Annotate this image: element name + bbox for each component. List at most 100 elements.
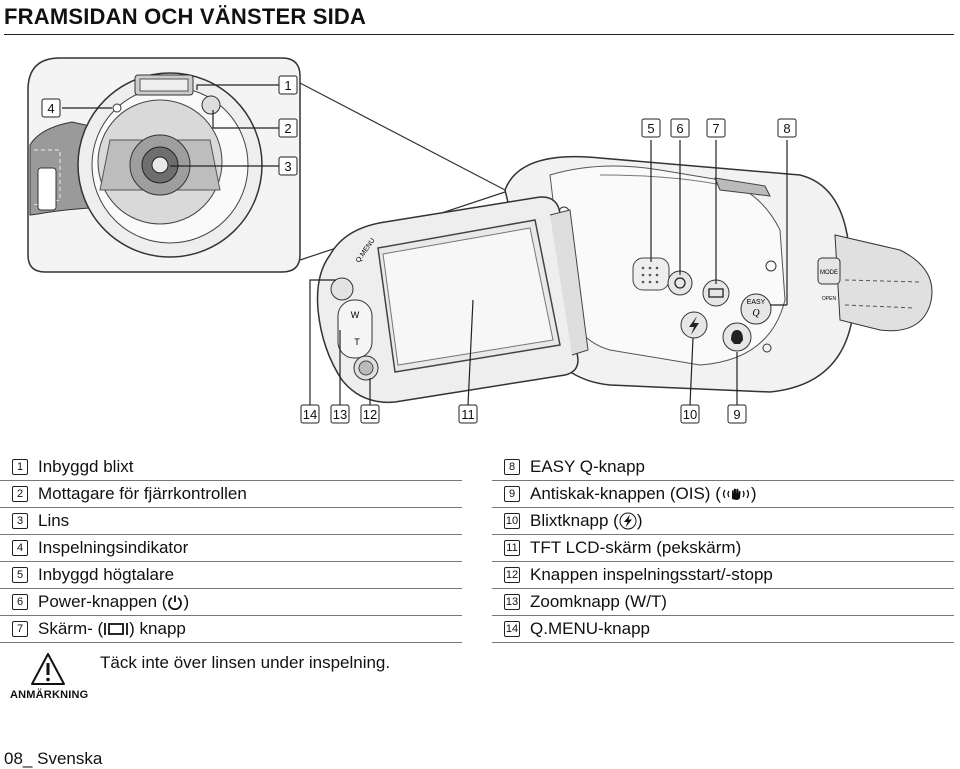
- svg-text:6: 6: [676, 121, 683, 136]
- legend-suffix: ): [183, 592, 190, 611]
- legend-text: Blixtknapp (: [530, 511, 619, 530]
- legend-item: 1 Inbyggd blixt: [0, 454, 462, 481]
- svg-text:8: 8: [783, 121, 790, 136]
- svg-text:4: 4: [47, 101, 54, 116]
- power-icon: [168, 595, 183, 610]
- legend-item: 12 Knappen inspelningsstart/-stopp: [492, 562, 954, 589]
- legend-item: 3 Lins: [0, 508, 462, 535]
- callout-12: 12: [360, 404, 380, 424]
- callout-14: 14: [300, 404, 320, 424]
- footer-language: Svenska: [37, 749, 103, 768]
- legend-item: 5 Inbyggd högtalare: [0, 562, 462, 589]
- legend-number: 7: [12, 621, 28, 637]
- callout-3: 3: [278, 156, 298, 176]
- legend-text: Inbyggd blixt: [38, 457, 134, 476]
- legend-number: 13: [504, 594, 520, 610]
- legend-number: 4: [12, 540, 28, 556]
- svg-text:13: 13: [333, 407, 347, 422]
- page-number: 08_: [4, 749, 33, 768]
- legend-item: 7 Skärm- ( ) knapp: [0, 616, 462, 643]
- legend-text: Knappen inspelningsstart/-stopp: [530, 565, 773, 584]
- legend-number: 14: [504, 621, 520, 637]
- svg-text:W: W: [351, 310, 360, 320]
- legend-text: Antiskak-knappen (OIS) (: [530, 484, 721, 503]
- legend-text: Zoomknapp (W/T): [530, 592, 667, 611]
- legend-text: Lins: [38, 511, 70, 530]
- svg-text:3: 3: [284, 159, 291, 174]
- legend-item: 6 Power-knappen ( ): [0, 589, 462, 616]
- svg-text:5: 5: [647, 121, 654, 136]
- camcorder-illustration: EASY Q MODE OPEN Q.MENU W T: [27, 57, 933, 424]
- svg-text:9: 9: [733, 407, 740, 422]
- callout-9: 9: [727, 404, 747, 424]
- page-title: FRAMSIDAN OCH VÄNSTER SIDA: [4, 4, 367, 29]
- page-footer: 08_ Svenska: [4, 749, 102, 769]
- svg-text:MODE: MODE: [820, 270, 838, 276]
- svg-text:Q: Q: [752, 308, 760, 319]
- callout-10: 10: [680, 404, 700, 424]
- legend-item: 8 EASY Q-knapp: [492, 454, 954, 481]
- legend-text: Mottagare för fjärrkontrollen: [38, 484, 247, 503]
- svg-text:EASY: EASY: [747, 299, 766, 306]
- legend-text: EASY Q-knapp: [530, 457, 645, 476]
- leader-lines: [62, 84, 788, 406]
- legend-left: 1 Inbyggd blixt 2 Mottagare för fjärrkontr…: [0, 454, 462, 643]
- legend-item: 10 Blixtknapp ( ): [492, 508, 954, 535]
- callout-7: 7: [706, 118, 726, 138]
- svg-text:14: 14: [303, 407, 317, 422]
- legend-item: 2 Mottagare för fjärrkontrollen: [0, 481, 462, 508]
- callout-1: 1: [278, 75, 298, 95]
- legend-text: TFT LCD-skärm (pekskärm): [530, 538, 742, 557]
- legend-item: 4 Inspelningsindikator: [0, 535, 462, 562]
- legend-item: 14 Q.MENU-knapp: [492, 616, 954, 643]
- legend-number: 8: [504, 459, 520, 475]
- legend-text: Inspelningsindikator: [38, 538, 189, 557]
- svg-text:7: 7: [712, 121, 719, 136]
- svg-text:11: 11: [461, 407, 475, 422]
- legend-suffix: ) knapp: [129, 619, 186, 638]
- callout-labels: 1 2 3 4 5 6 7 8 14 13 12 11 10 9: [41, 75, 797, 424]
- callout-4: 4: [41, 98, 61, 118]
- legend-suffix: ): [750, 484, 757, 503]
- legend-number: 2: [12, 486, 28, 502]
- legend-text: Skärm- (: [38, 619, 104, 638]
- callout-5: 5: [641, 118, 661, 138]
- legend-item: 11 TFT LCD-skärm (pekskärm): [492, 535, 954, 562]
- legend-number: 11: [504, 540, 520, 556]
- svg-text:12: 12: [363, 407, 377, 422]
- legend-number: 3: [12, 513, 28, 529]
- ois-hand-icon: [722, 488, 750, 500]
- lens-inset: [27, 57, 301, 273]
- lcd-panel: Q.MENU W T: [316, 196, 589, 404]
- camcorder-body: EASY Q MODE OPEN: [504, 155, 933, 393]
- legend-number: 1: [12, 459, 28, 475]
- callout-11: 11: [458, 404, 478, 424]
- legend-number: 12: [504, 567, 520, 583]
- legend-right: 8 EASY Q-knapp 9 Antiskak-knappen (OIS) ( …: [492, 454, 954, 643]
- legend-text: Inbyggd högtalare: [38, 565, 175, 584]
- note-label: ANMÄRKNING: [10, 689, 89, 701]
- legend-number: 9: [504, 486, 520, 502]
- svg-text:10: 10: [683, 407, 697, 422]
- svg-text:1: 1: [284, 78, 291, 93]
- callout-2: 2: [278, 118, 298, 138]
- callout-6: 6: [670, 118, 690, 138]
- svg-text:OPEN: OPEN: [822, 296, 837, 302]
- callout-13: 13: [330, 404, 350, 424]
- legend-item: 13 Zoomknapp (W/T): [492, 589, 954, 616]
- legend-item: 9 Antiskak-knappen (OIS) ( ): [492, 481, 954, 508]
- legend-number: 5: [12, 567, 28, 583]
- legend-number: 6: [12, 594, 28, 610]
- display-icon: [104, 623, 129, 635]
- legend-text: Q.MENU-knapp: [530, 619, 650, 638]
- callout-8: 8: [777, 118, 797, 138]
- flash-icon: [619, 512, 637, 530]
- warning-triangle-icon: [31, 653, 65, 685]
- svg-text:T: T: [354, 337, 360, 347]
- note-text: Täck inte över linsen under inspelning.: [100, 653, 391, 672]
- legend-suffix: ): [636, 511, 643, 530]
- title-divider: [4, 34, 954, 35]
- legend-number: 10: [504, 513, 520, 529]
- legend-text: Power-knappen (: [38, 592, 168, 611]
- svg-text:2: 2: [284, 121, 291, 136]
